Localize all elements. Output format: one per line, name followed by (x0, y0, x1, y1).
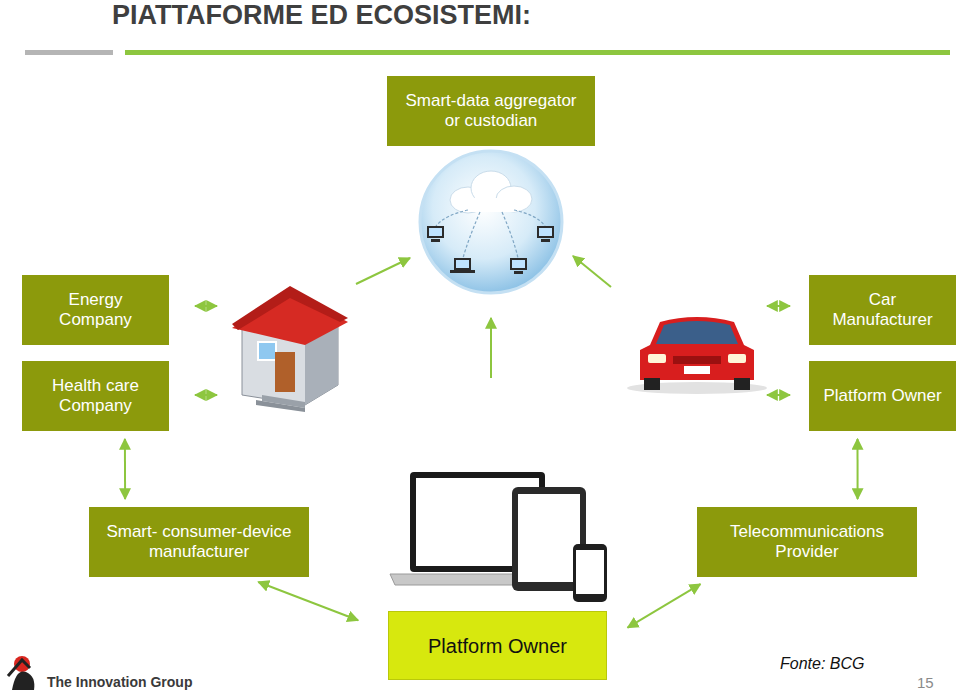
box-text: Health care Company (32, 376, 159, 417)
title-rule (125, 50, 950, 55)
box-text: Telecommunications Provider (707, 522, 907, 563)
devices-icon (390, 472, 607, 602)
box-text: Smart-data aggregator or custodian (397, 91, 585, 132)
actor-box: Smart- consumer-device manufacturer (89, 507, 309, 577)
actor-box: Energy Company (22, 275, 169, 345)
link-arrow (857, 439, 859, 499)
actor-box: Telecommunications Provider (697, 507, 917, 577)
actor-box: Platform Owner (809, 361, 956, 431)
link-arrow (628, 584, 701, 628)
box-text: Energy Company (32, 290, 159, 331)
title-rule (25, 50, 113, 55)
platform-box: Platform Owner (388, 611, 607, 680)
link-arrow (195, 256, 790, 395)
actor-box: Smart-data aggregator or custodian (387, 76, 595, 146)
actor-box: Health care Company (22, 361, 169, 431)
car-icon (627, 317, 767, 394)
page-number: 15 (917, 674, 934, 691)
box-text: Smart- consumer-device manufacturer (99, 522, 299, 563)
link-arrow (258, 582, 358, 620)
link-arrow (124, 439, 126, 499)
logo-icon (8, 656, 34, 690)
source-note: Fonte: BCG (780, 655, 864, 673)
logo-text: The Innovation Group (47, 674, 192, 690)
box-text: Platform Owner (823, 386, 941, 406)
cloud-globe (420, 151, 562, 293)
slide-title: PIATTAFORME ED ECOSISTEMI: (112, 0, 531, 31)
house-icon (232, 286, 348, 412)
box-text: Platform Owner (428, 634, 567, 658)
actor-box: Car Manufacturer (809, 275, 956, 345)
box-text: Car Manufacturer (819, 290, 946, 331)
